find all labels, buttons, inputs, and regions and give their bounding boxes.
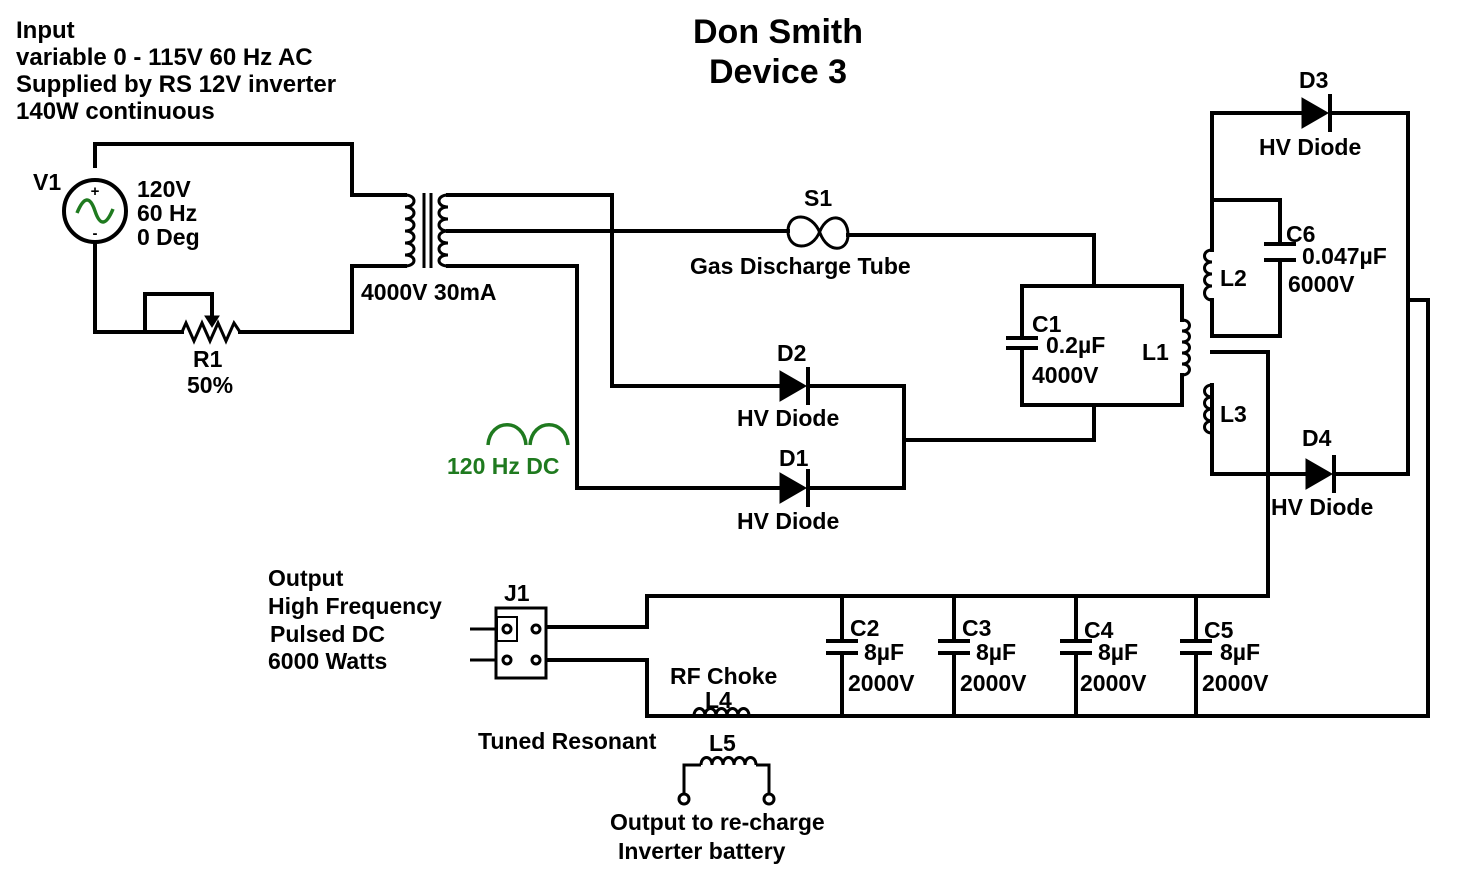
l4-rf-choke: RF Choke L4 [670,663,777,717]
l3-inductor: L3 [1203,383,1247,435]
ripple-annotation: 120 Hz DC [447,423,570,479]
hv-transformer: 4000V 30mA [361,193,497,305]
c5-label: C5 [1204,617,1234,643]
l5-label: L5 [709,730,736,756]
c2-value: 8µF [864,639,904,665]
secondary-circuit-wires [446,193,1096,490]
c1-value: 0.2µF [1046,332,1105,358]
l4-label: L4 [705,687,732,713]
c1-l1-tank-circuit: C1 0.2µF 4000V L1 [1006,284,1191,407]
output-note-line2: High Frequency [268,593,442,619]
rf-choke-description: RF Choke [670,663,777,689]
c3-label: C3 [962,615,991,641]
c3-value: 8µF [976,639,1016,665]
c6-value: 0.047µF [1302,243,1387,269]
output-coupling-wires [546,111,1430,718]
c2-label: C2 [850,615,879,641]
c6-voltage: 6000V [1288,271,1355,297]
l2-inductor: L2 [1203,248,1247,302]
c1-voltage: 4000V [1032,362,1099,388]
input-note-line4: 140W continuous [16,98,215,125]
input-note-line2: variable 0 - 115V 60 Hz AC [16,44,313,71]
c4-label: C4 [1084,617,1114,643]
j1-label: J1 [504,580,530,606]
v1-ac-source: + - V1 120V 60 Hz 0 Deg [33,169,200,250]
input-note-line3: Supplied by RS 12V inverter [16,71,336,98]
l2-label: L2 [1220,265,1247,291]
v1-label: V1 [33,169,61,195]
c6-capacitor: C6 0.047µF 6000V [1264,221,1387,297]
d3-hv-diode: D3 HV Diode [1259,67,1361,160]
d4-description: HV Diode [1271,494,1373,520]
c5-voltage: 2000V [1202,670,1269,696]
input-note: Input variable 0 - 115V 60 Hz AC Supplie… [16,17,336,125]
d3-label: D3 [1299,67,1328,93]
diagram-title-line1: Don Smith [693,13,863,51]
d4-hv-diode: D4 HV Diode [1271,425,1373,520]
v1-plus-sign: + [91,183,100,200]
l3-label: L3 [1220,401,1247,427]
c2-capacitor: C2 8µF 2000V [826,594,915,718]
s1-label: S1 [804,185,832,211]
r1-potentiometer: R1 50% [180,315,242,398]
c4-value: 8µF [1098,639,1138,665]
c1-label: C1 [1032,311,1062,337]
transformer-rating: 4000V 30mA [361,279,497,305]
recharge-note-line2: Inverter battery [618,838,786,864]
j1-output-jack: J1 [470,580,548,680]
capacitor-bank: C2 8µF 2000V C3 8µF 2000V C4 8µF 2000V C… [826,594,1269,718]
v1-minus-sign: - [93,225,98,242]
r1-label: R1 [193,346,223,372]
d2-hv-diode: D2 HV Diode [737,340,839,431]
d2-label: D2 [777,340,806,366]
c3-voltage: 2000V [960,670,1027,696]
input-note-line1: Input [16,17,75,44]
output-note-line3: Pulsed DC [270,621,385,647]
l5-tuned-resonant: Tuned Resonant L5 [478,728,776,806]
diagram-title-line2: Device 3 [709,53,847,91]
d2-description: HV Diode [737,405,839,431]
d4-label: D4 [1302,425,1332,451]
d3-description: HV Diode [1259,134,1361,160]
c3-capacitor: C3 8µF 2000V [938,594,1027,718]
recharge-note-line1: Output to re-charge [610,809,825,835]
ripple-label: 120 Hz DC [447,453,559,479]
output-note-line4: 6000 Watts [268,648,387,674]
c2-voltage: 2000V [848,670,915,696]
recharge-note: Output to re-charge Inverter battery [610,809,825,864]
d1-description: HV Diode [737,508,839,534]
d1-label: D1 [779,445,809,471]
l1-label: L1 [1142,339,1169,365]
v1-phase: 0 Deg [137,224,200,250]
s1-description: Gas Discharge Tube [690,253,911,279]
s1-gas-discharge-tube: S1 Gas Discharge Tube [690,185,911,279]
r1-value: 50% [187,372,233,398]
d1-hv-diode: D1 HV Diode [737,445,839,534]
c4-capacitor: C4 8µF 2000V [1060,594,1147,718]
c4-voltage: 2000V [1080,670,1147,696]
output-note-line1: Output [268,565,344,591]
v1-frequency: 60 Hz [137,200,197,226]
c5-capacitor: C5 8µF 2000V [1180,594,1269,718]
v1-voltage: 120V [137,176,191,202]
output-note: Output High Frequency Pulsed DC 6000 Wat… [268,565,442,674]
c5-value: 8µF [1220,639,1260,665]
c6-label: C6 [1286,221,1315,247]
primary-circuit-wires [93,142,407,334]
tuned-resonant-description: Tuned Resonant [478,728,657,754]
